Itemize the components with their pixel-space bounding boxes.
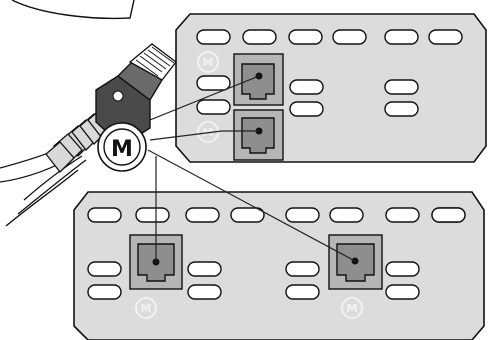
panel-slot	[185, 207, 220, 223]
panel-slot	[431, 207, 466, 223]
panel-slot	[288, 29, 323, 45]
lower-patch-panel: M M	[73, 191, 485, 340]
wire-to-lower-right-jack	[147, 149, 356, 262]
rj45-jack-upper-2	[233, 109, 284, 161]
panel-slot	[196, 99, 231, 115]
badge-letter: M	[111, 137, 133, 162]
panel-slot	[196, 29, 231, 45]
panel-slot	[384, 79, 419, 95]
panel-slot	[385, 284, 420, 300]
panel-slot	[285, 261, 320, 277]
panel-slot	[87, 261, 122, 277]
wire-to-upper-jack-2	[149, 130, 259, 141]
watermark-logo: M	[135, 297, 157, 319]
panel-slot	[230, 207, 265, 223]
rj45-jack-lower-right	[328, 234, 383, 290]
watermark-logo: M	[341, 297, 363, 319]
panel-slot	[385, 261, 420, 277]
panel-slot	[242, 29, 277, 45]
svg-text:M: M	[203, 56, 214, 69]
panel-slot	[329, 207, 364, 223]
panel-slot	[332, 29, 367, 45]
upper-patch-panel: M M	[175, 13, 487, 163]
panel-slot	[289, 79, 324, 95]
panel-slot	[384, 101, 419, 117]
svg-text:M: M	[141, 302, 152, 315]
panel-slot	[87, 284, 122, 300]
panel-slot	[135, 207, 170, 223]
panel-slot	[384, 29, 419, 45]
panel-slot	[196, 75, 231, 91]
m-logo-badge: M	[97, 122, 147, 172]
panel-slot	[385, 207, 420, 223]
panel-slot	[285, 284, 320, 300]
panel-slot	[187, 284, 222, 300]
wire-to-upper-jack-1	[129, 75, 260, 129]
panel-slot	[187, 261, 222, 277]
svg-text:M: M	[347, 302, 358, 315]
curved-frame-top-left	[11, 0, 135, 20]
panel-slot	[285, 207, 320, 223]
panel-slot	[87, 207, 122, 223]
panel-slot	[289, 101, 324, 117]
watermark-logo: M	[197, 51, 219, 73]
rj45-jack-upper-1	[233, 53, 284, 106]
connection-lines	[129, 75, 356, 262]
panel-slot	[428, 29, 463, 45]
